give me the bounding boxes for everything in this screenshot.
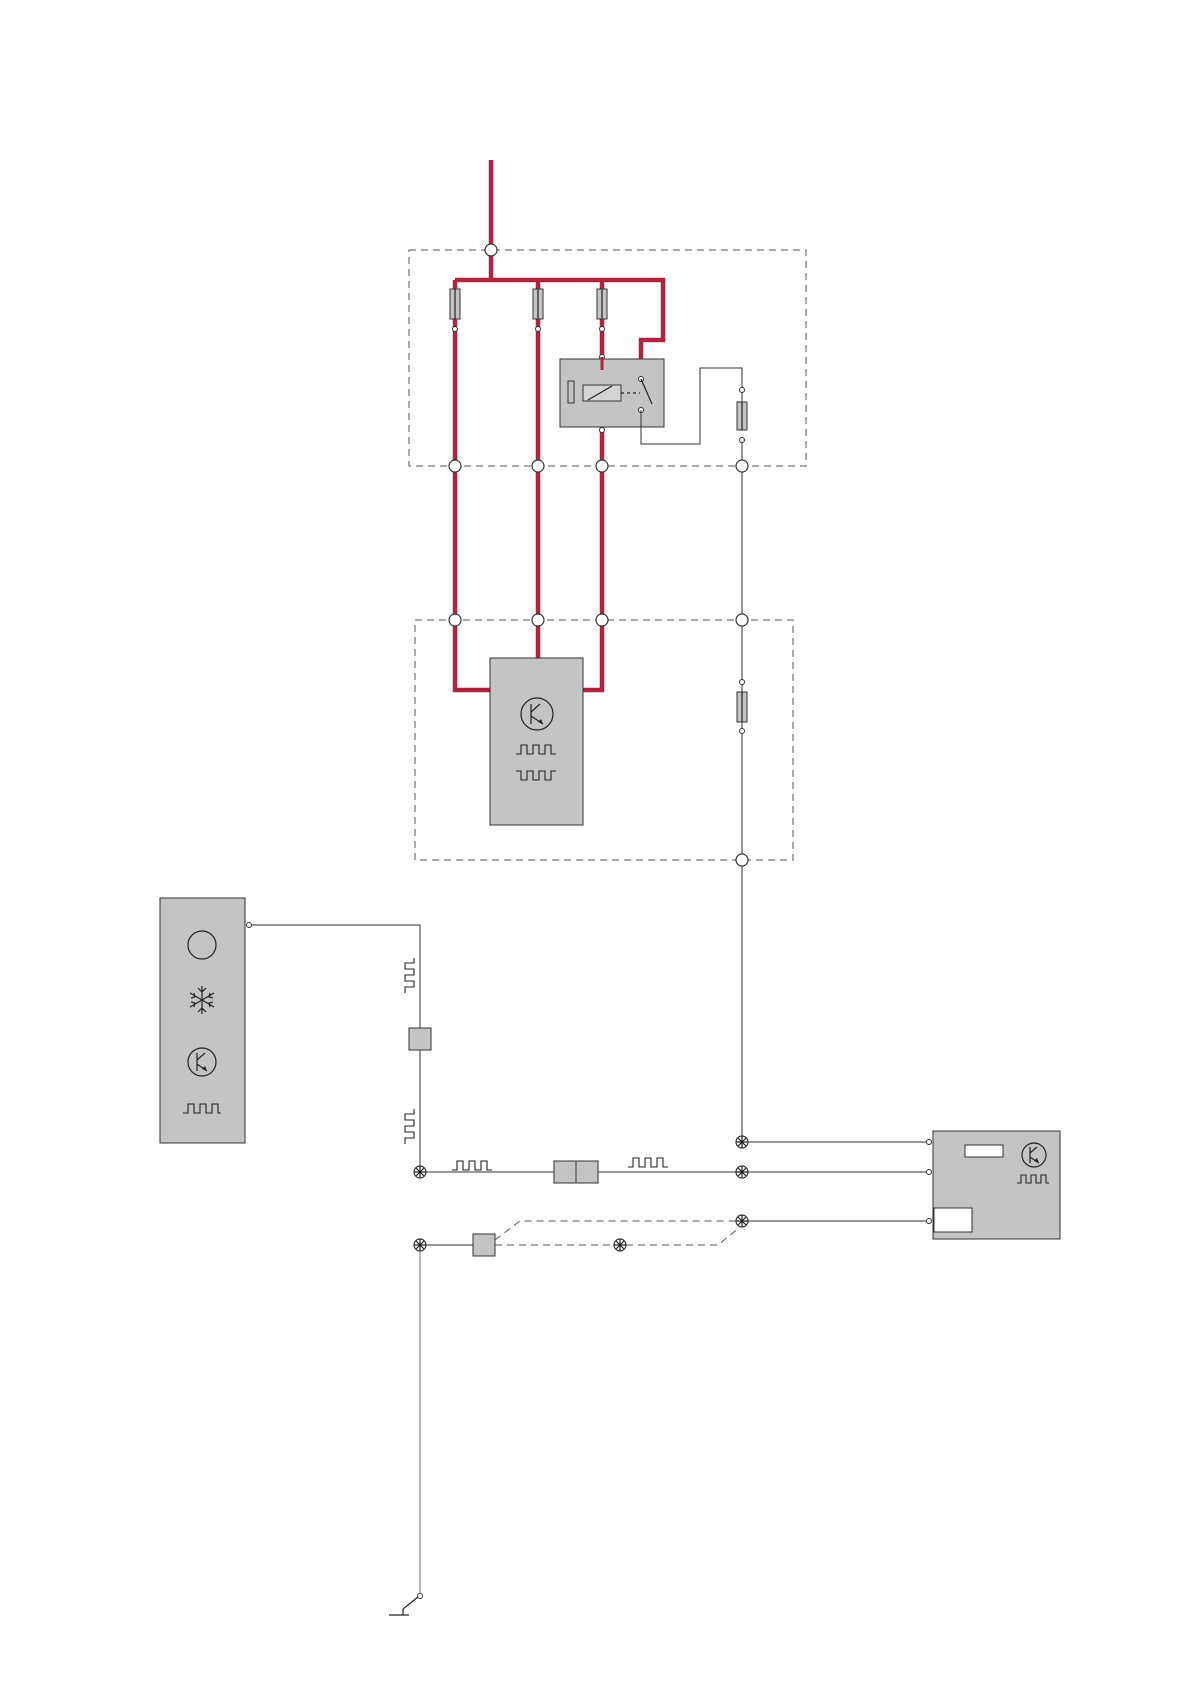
power-branch-1 (455, 280, 490, 690)
relay (560, 355, 664, 433)
ground-switch (389, 1594, 423, 1616)
central-control-unit (927, 1131, 1061, 1239)
lower-node-5 (736, 854, 748, 866)
lower-node-3 (596, 614, 608, 626)
main-feed-node (485, 244, 497, 256)
splice-ground-right (736, 1215, 748, 1227)
fuse-relay-box-enclosure (409, 250, 806, 466)
ground-path-alt-upper (495, 1221, 736, 1240)
connector-2 (554, 1161, 598, 1183)
upper-node-3 (596, 460, 608, 472)
upper-node-2 (532, 460, 544, 472)
lower-node-2 (532, 614, 544, 626)
power-module (490, 658, 583, 825)
splice-ground-left (414, 1239, 426, 1251)
climate-signal-wire (251, 925, 420, 1028)
connector-3 (473, 1234, 495, 1256)
lower-node-1 (449, 614, 461, 626)
ccu-display-bottom (934, 1208, 972, 1232)
splice-feed (736, 1136, 748, 1148)
ground-path-alt-lower-right (626, 1227, 740, 1245)
connector-1 (409, 1028, 431, 1050)
bus-pulse-icon-2 (405, 1109, 414, 1144)
bus-pulse-icon-4 (628, 1158, 668, 1167)
power-branch-3 (583, 280, 602, 690)
lower-node-4 (736, 614, 748, 626)
bus-pulse-icon-1 (405, 958, 414, 993)
splice-bus-left (414, 1166, 426, 1178)
ccu-display-top (965, 1145, 1003, 1157)
busbar (455, 280, 663, 370)
climate-control-unit (160, 898, 252, 1143)
splice-ground-mid (614, 1239, 626, 1251)
splice-bus-right (736, 1166, 748, 1178)
upper-node-4 (736, 460, 748, 472)
bus-pulse-icon-3 (452, 1161, 492, 1170)
upper-node-1 (449, 460, 461, 472)
